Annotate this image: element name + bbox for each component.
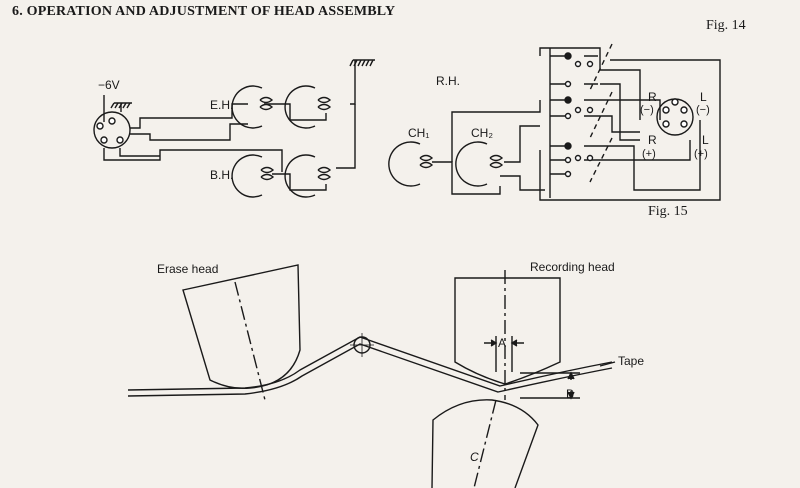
erase-head-2 bbox=[284, 85, 316, 129]
eh-label: E.H. bbox=[210, 98, 234, 112]
record-head-ch1 bbox=[388, 141, 421, 187]
l-minus-sign: (−) bbox=[696, 104, 710, 116]
l-plus-label: L bbox=[702, 133, 709, 147]
dimension-c-label: C bbox=[470, 450, 479, 464]
erase-head-label: Erase head bbox=[157, 262, 219, 276]
r-plus-label: R bbox=[648, 133, 657, 147]
bh-label: B.H. bbox=[210, 168, 234, 182]
figure-14-label: Fig. 14 bbox=[706, 18, 746, 33]
l-minus-label: L bbox=[700, 90, 707, 104]
bias-head-2 bbox=[284, 154, 316, 198]
erase-head-shape bbox=[182, 264, 301, 390]
ch2-label: CH₂ bbox=[471, 126, 493, 140]
power-connector bbox=[93, 111, 131, 149]
output-pin bbox=[662, 120, 670, 128]
connector-pin bbox=[100, 136, 108, 144]
output-pin bbox=[662, 106, 670, 114]
tape-line bbox=[127, 336, 613, 391]
output-pin bbox=[671, 98, 679, 106]
connector-pin bbox=[96, 122, 104, 130]
r-plus-sign: (+) bbox=[642, 148, 656, 160]
output-pin bbox=[680, 120, 688, 128]
figure-15-label: Fig. 15 bbox=[648, 204, 688, 219]
bias-head-1 bbox=[231, 154, 263, 198]
connector-pin bbox=[116, 136, 124, 144]
tape-label: Tape bbox=[618, 354, 645, 368]
output-pin bbox=[680, 106, 688, 114]
rh-label: R.H. bbox=[436, 74, 460, 88]
dimension-b-label: B bbox=[566, 387, 575, 401]
r-minus-sign: (−) bbox=[640, 104, 654, 116]
r-minus-label: R bbox=[648, 90, 657, 104]
section-heading: 6. OPERATION AND ADJUSTMENT OF HEAD ASSE… bbox=[12, 4, 396, 19]
dimension-a-label: A bbox=[498, 336, 507, 350]
neg6v-label: −6V bbox=[98, 78, 120, 92]
recording-head-label: Recording head bbox=[530, 260, 615, 274]
l-plus-sign: (+) bbox=[694, 148, 708, 160]
ch1-label: CH₁ bbox=[408, 126, 430, 140]
pressure-pad-shape bbox=[431, 399, 539, 488]
connector-pin bbox=[108, 117, 116, 125]
record-head-ch2 bbox=[455, 141, 488, 187]
recording-head-shape bbox=[454, 277, 561, 385]
